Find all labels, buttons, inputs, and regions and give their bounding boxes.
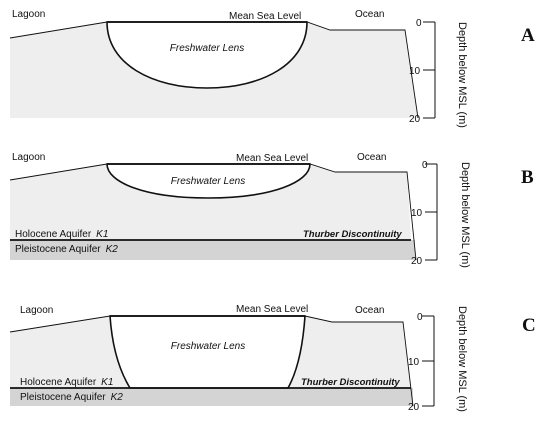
depth-axis-title: Depth below MSL (m) (459, 162, 471, 268)
depth-tick-label-0: 0 (422, 160, 428, 171)
pleistocene-aquifer-name: Pleistocene Aquifer (15, 244, 101, 255)
pleistocene-aquifer-label: Pleistocene Aquifer K2 (20, 392, 123, 403)
freshwater-lens (106, 163, 311, 199)
mean-sea-level-label: Mean Sea Level (236, 304, 308, 315)
depth-tick-label-10: 10 (408, 357, 420, 368)
panel-c: Lagoon Mean Sea Level Ocean Freshwater L… (9, 304, 536, 413)
ground-surface (9, 163, 417, 261)
mean-sea-level-label: Mean Sea Level (236, 153, 308, 164)
depth-tick-label-10: 10 (411, 208, 423, 219)
holocene-aquifer-name: Holocene Aquifer (20, 377, 97, 388)
ocean-label: Ocean (355, 305, 384, 316)
lagoon-label: Lagoon (20, 305, 53, 316)
pleistocene-k-label: K2 (106, 244, 119, 255)
depth-tick-label-0: 0 (416, 18, 422, 29)
pleistocene-aquifer-region (10, 240, 415, 260)
pleistocene-k-label: K2 (111, 392, 124, 403)
ocean-label: Ocean (357, 152, 386, 163)
panel-letter: B (521, 167, 534, 188)
depth-tick-label-0: 0 (417, 312, 423, 323)
depth-tick-label-10: 10 (409, 66, 421, 77)
depth-scale: 0 10 20 Depth below MSL (m) (408, 306, 468, 413)
lagoon-label: Lagoon (12, 152, 45, 163)
depth-scale: 0 10 20 Depth below MSL (m) (409, 18, 468, 128)
panel-letter: A (521, 25, 535, 46)
ground-surface (9, 315, 414, 407)
panel-b: Lagoon Mean Sea Level Ocean Freshwater L… (9, 152, 534, 268)
mean-sea-level-label: Mean Sea Level (229, 11, 301, 22)
holocene-aquifer-label: Holocene Aquifer K1 (20, 377, 113, 388)
depth-tick-label-20: 20 (408, 402, 420, 413)
pleistocene-aquifer-label: Pleistocene Aquifer K2 (15, 244, 118, 255)
pleistocene-aquifer-name: Pleistocene Aquifer (20, 392, 106, 403)
freshwater-lens-label: Freshwater Lens (171, 176, 245, 187)
lagoon-label: Lagoon (12, 9, 45, 20)
depth-axis-title: Depth below MSL (m) (456, 306, 468, 412)
thurber-discontinuity-label: Thurber Discontinuity (301, 377, 400, 388)
freshwater-lens (109, 315, 306, 389)
panel-a: Lagoon Mean Sea Level Ocean Freshwater L… (9, 9, 535, 128)
holocene-aquifer-region (10, 164, 411, 240)
depth-axis-title: Depth below MSL (m) (456, 22, 468, 128)
depth-tick-label-20: 20 (411, 256, 423, 267)
holocene-aquifer-name: Holocene Aquifer (15, 229, 92, 240)
pleistocene-aquifer-region (10, 388, 413, 406)
panel-letter: C (522, 315, 536, 336)
thurber-discontinuity-label: Thurber Discontinuity (303, 229, 402, 240)
freshwater-lens-label: Freshwater Lens (170, 43, 244, 54)
freshwater-lens (106, 21, 308, 89)
freshwater-lens-label: Freshwater Lens (171, 341, 245, 352)
depth-scale: 0 10 20 Depth below MSL (m) (411, 160, 471, 268)
ocean-label: Ocean (355, 9, 384, 20)
holocene-k-label: K1 (101, 377, 113, 388)
depth-tick-label-20: 20 (409, 114, 421, 125)
holocene-k-label: K1 (96, 229, 108, 240)
ground-surface (9, 21, 419, 119)
holocene-aquifer-label: Holocene Aquifer K1 (15, 229, 108, 240)
